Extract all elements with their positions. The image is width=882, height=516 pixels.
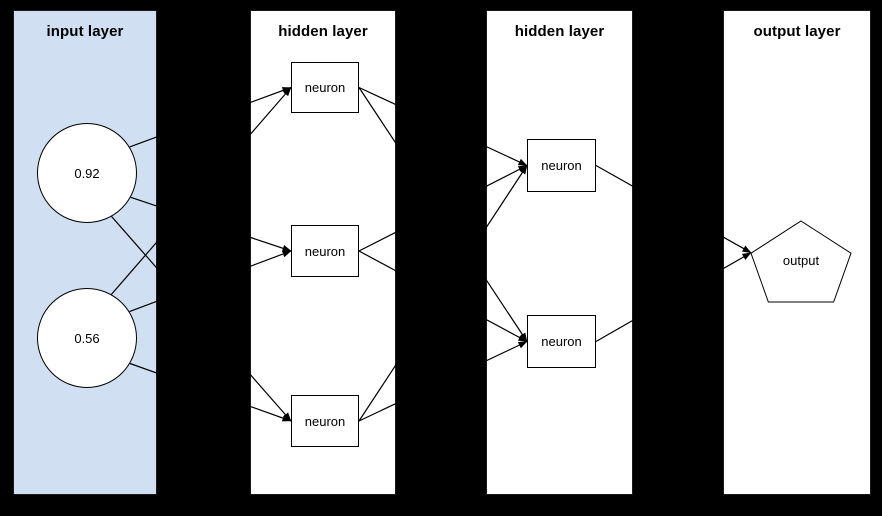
- hidden2-neuron-1[interactable]: neuron: [527, 139, 596, 192]
- layer-panel-hidden-2[interactable]: hidden layer: [486, 10, 633, 495]
- layer-title-output: output layer: [753, 23, 841, 40]
- hidden1-neuron-1[interactable]: neuron: [291, 62, 359, 113]
- hidden1-neuron-1-label: neuron: [304, 80, 346, 95]
- hidden1-neuron-2[interactable]: neuron: [291, 225, 359, 277]
- layer-title-input: input layer: [46, 23, 124, 40]
- hidden2-neuron-2-label: neuron: [541, 334, 582, 349]
- edge-group: [110, 86, 752, 422]
- layer-title-hidden-1: hidden layer: [278, 23, 368, 40]
- pentagon-shape: [750, 219, 852, 302]
- hidden1-neuron-2-label: neuron: [304, 243, 346, 259]
- layer-title-hidden-2: hidden layer: [514, 23, 605, 40]
- hidden1-neuron-3-label: neuron: [304, 413, 346, 429]
- input-node-1[interactable]: 0.92: [37, 123, 137, 223]
- input-node-2[interactable]: 0.56: [37, 288, 137, 388]
- layer-panel-input[interactable]: input layer: [13, 10, 157, 495]
- input-node-2-value: 0.56: [74, 330, 100, 346]
- hidden2-neuron-1-label: neuron: [541, 158, 582, 173]
- output-node[interactable]: output: [750, 219, 852, 303]
- hidden1-neuron-3[interactable]: neuron: [291, 395, 359, 447]
- hidden2-neuron-2[interactable]: neuron: [527, 315, 596, 368]
- input-node-1-value: 0.92: [74, 165, 100, 181]
